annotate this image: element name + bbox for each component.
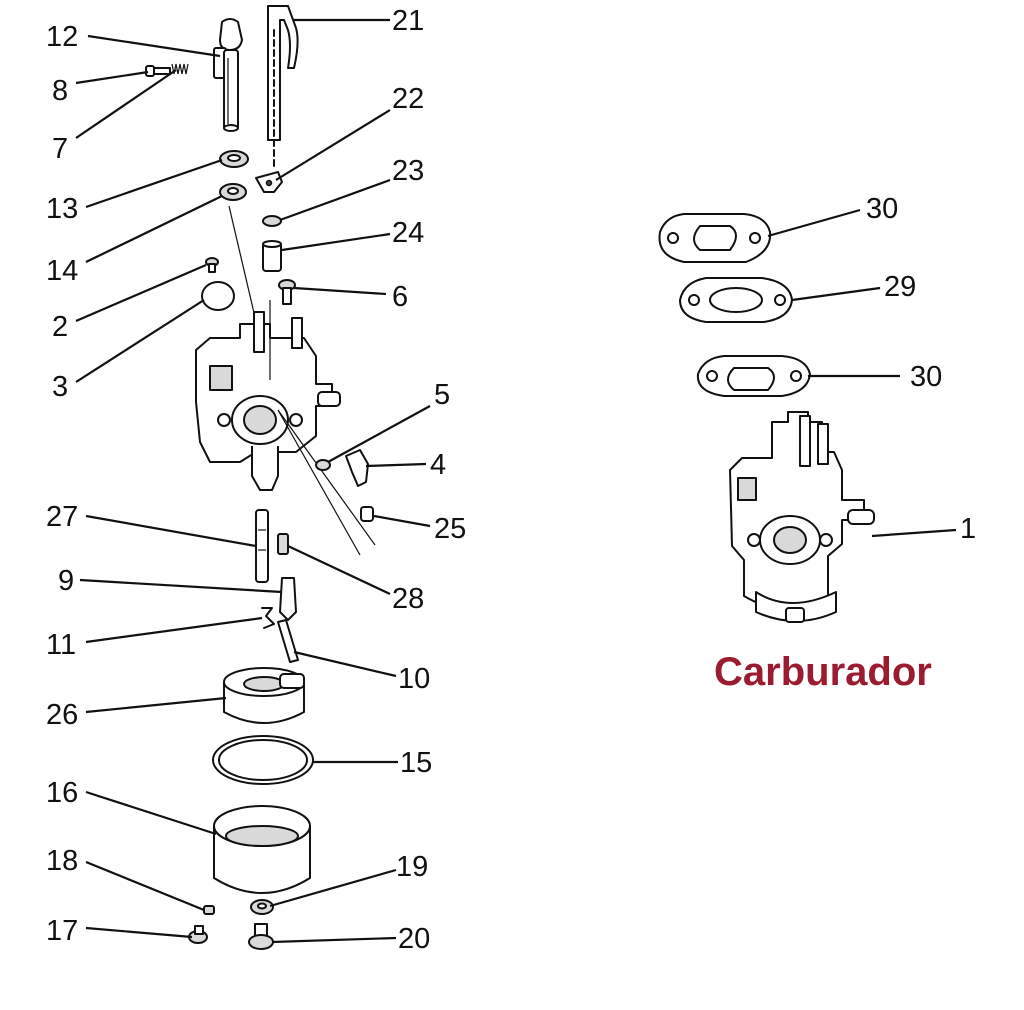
part-4-bracket: [345, 449, 369, 487]
part-29-gasket-middle: [679, 277, 793, 323]
part-24-sleeve: [262, 240, 282, 272]
callout-14: 14: [46, 255, 78, 287]
callout-17: 17: [46, 915, 78, 947]
callout-10: 10: [398, 663, 430, 695]
callout-16: 16: [46, 777, 78, 809]
part-3-cap: [201, 205, 259, 331]
part-13-washer: [219, 150, 249, 168]
callout-25: 25: [434, 513, 466, 545]
callout-20: 20: [398, 923, 430, 955]
part-1-carburetor-assembly: [729, 411, 875, 623]
callout-1: 1: [960, 513, 976, 545]
callout-28: 28: [392, 583, 424, 615]
leader-lines: [75, 18, 957, 944]
part-12-fuel-cock: [213, 18, 243, 132]
callout-8: 8: [52, 75, 68, 107]
callout-5: 5: [434, 379, 450, 411]
part-2-screw: [205, 257, 219, 273]
callout-22: 22: [392, 83, 424, 115]
callout-23: 23: [392, 155, 424, 187]
callout-12: 12: [46, 21, 78, 53]
callout-19: 19: [396, 851, 428, 883]
callout-26: 26: [46, 699, 78, 731]
callout-4: 4: [430, 449, 446, 481]
part-30-gasket-top: [658, 213, 772, 263]
part-8-screw: [145, 65, 171, 77]
carburetor-body: [195, 300, 376, 556]
callout-30-top: 30: [866, 193, 898, 225]
callout-29: 29: [884, 271, 916, 303]
part-19-washer: [250, 899, 274, 915]
callout-11: 11: [46, 629, 76, 661]
part-23-nut: [262, 215, 282, 227]
callout-27: 27: [46, 501, 78, 533]
callout-21: 21: [392, 5, 424, 37]
part-25-fitting: [360, 506, 374, 522]
part-27-nozzle: [255, 509, 269, 583]
part-28-jet: [277, 533, 289, 555]
part-11-clip: [261, 607, 275, 629]
callout-6: 6: [392, 281, 408, 313]
part-7-spring: [171, 63, 189, 75]
part-16-float-bowl: [213, 805, 311, 894]
part-10-pin: [277, 619, 299, 663]
callout-3: 3: [52, 371, 68, 403]
part-9-needle: [279, 577, 297, 621]
part-14-washer: [219, 183, 247, 201]
callout-30-bottom: 30: [910, 361, 942, 393]
callout-15: 15: [400, 747, 432, 779]
part-22-choke-plate: [255, 171, 283, 193]
part-5-screw: [315, 459, 331, 471]
part-30-gasket-bottom: [696, 355, 811, 397]
part-26-float: [223, 667, 305, 724]
part-20-bolt: [248, 923, 274, 950]
callout-24: 24: [392, 217, 424, 249]
diagram-title: Carburador: [714, 650, 932, 694]
callout-2: 2: [52, 311, 68, 343]
part-21-choke-rod: [267, 5, 299, 169]
part-18-screw: [203, 905, 215, 915]
callout-labels: 12 8 7 13 14 2 3 21 22 23 24 6 5 4 25 27…: [46, 5, 976, 955]
part-15-gasket-ring: [212, 735, 314, 785]
callout-13: 13: [46, 193, 78, 225]
part-6-bolt: [278, 279, 296, 305]
callout-7: 7: [52, 133, 68, 165]
part-17-drain-screw: [188, 925, 208, 944]
callout-9: 9: [58, 565, 74, 597]
callout-18: 18: [46, 845, 78, 877]
